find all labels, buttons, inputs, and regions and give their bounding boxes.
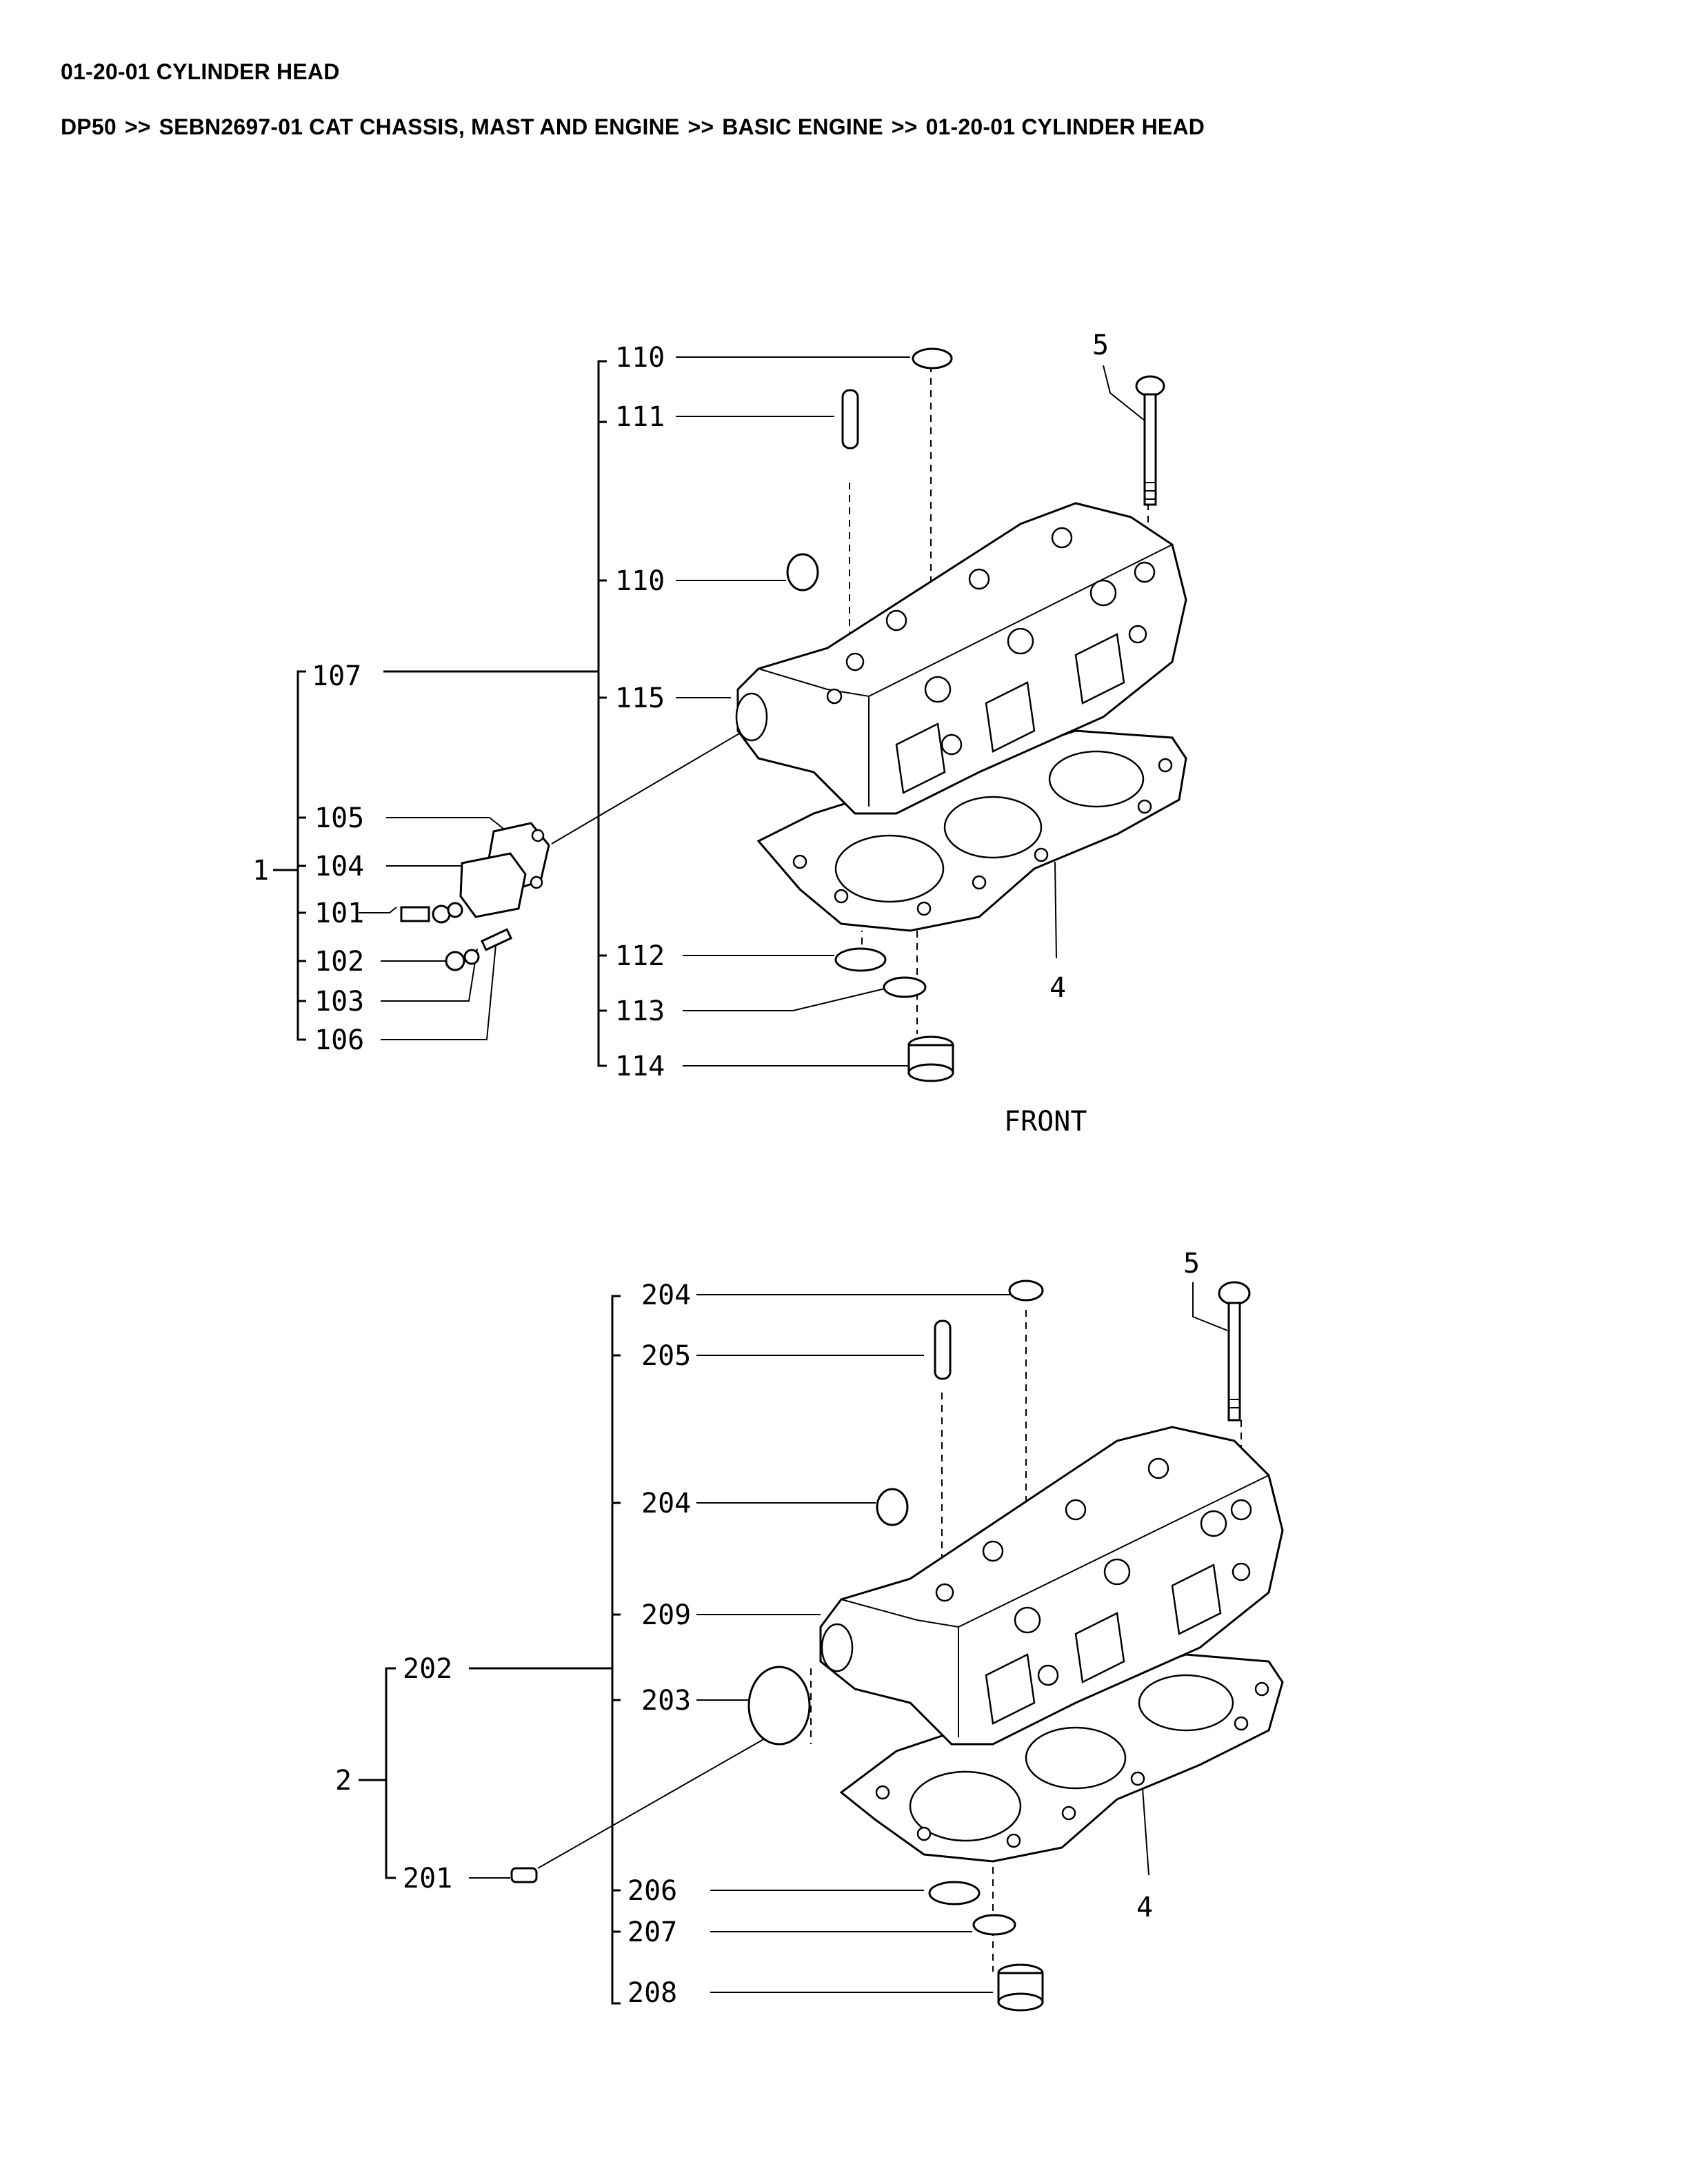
callout-106: 106 (314, 1024, 364, 1056)
callout-204: 204 (641, 1280, 691, 1311)
valve-guide-208-icon (997, 1963, 1044, 2012)
callout-206: 206 (627, 1875, 677, 1907)
callout-204: 204 (641, 1488, 691, 1519)
callout-113: 113 (615, 995, 665, 1027)
callout-2: 2 (335, 1765, 352, 1797)
callout-203: 203 (641, 1685, 691, 1717)
expansion-plug-204-side-icon (876, 1488, 909, 1526)
plug-203-icon (747, 1666, 811, 1746)
bottom-assembly-diagram: 204 205 204 209 202 203 2 201 206 207 20… (335, 1248, 1284, 2012)
callout-101: 101 (314, 898, 364, 929)
valve-seat-207-icon (972, 1914, 1016, 1936)
valve-guide-114-icon (907, 1035, 954, 1082)
valve-seat-112-icon (834, 947, 887, 972)
bolt-101-icon (400, 902, 463, 924)
callout-5: 5 (1183, 1248, 1200, 1280)
callout-209: 209 (641, 1599, 691, 1631)
expansion-plug-110-top-icon (912, 347, 953, 370)
callout-202: 202 (403, 1653, 452, 1685)
breadcrumb: DP50 >> SEBN2697-01 CAT CHASSIS, MAST AND … (61, 114, 1205, 140)
callout-114: 114 (615, 1051, 665, 1082)
breadcrumb-separator: >> (687, 114, 714, 139)
breadcrumb-separator: >> (124, 114, 151, 139)
callout-1: 1 (252, 855, 269, 887)
top-callout-brackets (273, 360, 607, 1067)
breadcrumb-item-manual[interactable]: SEBN2697-01 CAT CHASSIS, MAST AND ENGINE (159, 114, 680, 139)
washer-103-icon (463, 949, 480, 965)
front-indicator: FRONT (1004, 1106, 1087, 1138)
bottom-callout-brackets (359, 1295, 621, 2005)
head-gasket-4-top-icon (756, 729, 1187, 932)
callout-110: 110 (615, 565, 665, 597)
callout-4: 4 (1049, 972, 1066, 1004)
callout-112: 112 (615, 940, 665, 972)
callout-104: 104 (314, 851, 364, 882)
callout-208: 208 (627, 1977, 677, 2009)
page-title: 01-20-01 CYLINDER HEAD (61, 59, 340, 84)
callout-207: 207 (627, 1917, 677, 1948)
breadcrumb-item-basic-engine[interactable]: BASIC ENGINE (722, 114, 883, 139)
callout-115: 115 (615, 682, 665, 714)
callout-205: 205 (641, 1340, 691, 1372)
water-outlet-cover-104-icon (459, 822, 550, 918)
top-loose-parts (400, 347, 1165, 1082)
dowel-pin-111-icon (841, 389, 859, 449)
dowel-pin-205-icon (934, 1320, 952, 1380)
breadcrumb-item-model[interactable]: DP50 (61, 114, 117, 139)
head-bolt-5-icon (1218, 1281, 1251, 1422)
callout-107: 107 (312, 660, 361, 692)
callout-201: 201 (403, 1863, 452, 1894)
bottom-callout-labels: 204 205 204 209 202 203 2 201 206 207 20… (335, 1248, 1200, 2009)
breadcrumb-separator: >> (891, 114, 918, 139)
top-assembly-diagram: 110 111 110 115 107 105 104 1 101 102 10… (252, 330, 1187, 1138)
cylinder-head-209-icon (819, 1426, 1284, 1746)
valve-seat-206-icon (928, 1881, 981, 1905)
head-bolt-5-icon (1135, 375, 1165, 506)
bottom-loose-parts (510, 1280, 1251, 2012)
top-callout-labels: 110 111 110 115 107 105 104 1 101 102 10… (252, 330, 1109, 1138)
cylinder-head-115-icon (735, 502, 1187, 815)
expansion-plug-110-side-icon (786, 553, 819, 592)
expansion-plug-204-top-icon (1008, 1280, 1044, 1302)
callout-105: 105 (314, 802, 364, 834)
valve-seat-113-icon (883, 976, 927, 998)
callout-4: 4 (1136, 1892, 1153, 1923)
callout-102: 102 (314, 946, 364, 978)
callout-110: 110 (615, 342, 665, 374)
screw-201-icon (510, 1867, 538, 1883)
nut-102-icon (445, 951, 465, 971)
breadcrumb-item-cylinder-head: 01-20-01 CYLINDER HEAD (925, 114, 1205, 139)
stud-106-icon (480, 928, 513, 951)
head-gasket-4-bottom-icon (839, 1653, 1284, 1863)
callout-5: 5 (1092, 330, 1109, 361)
callout-103: 103 (314, 986, 364, 1018)
callout-111: 111 (615, 401, 665, 433)
